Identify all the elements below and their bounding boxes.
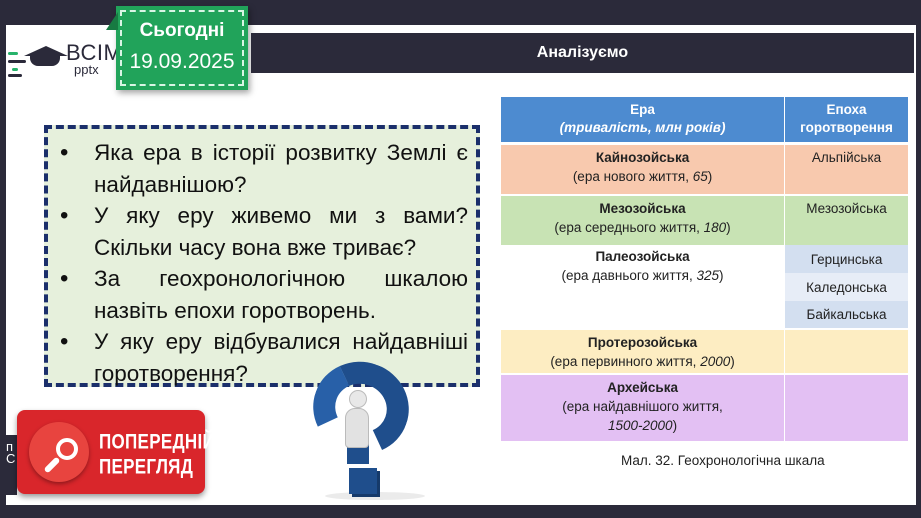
table-row: Архейська (ера найдавнішого життя, 1500-…: [501, 373, 909, 441]
question-item: У яку еру відбувалися найдавніші горотво…: [52, 326, 468, 389]
table-row: Палеозойська (ера давнього життя, 325) Г…: [501, 245, 909, 329]
logo-line: [8, 52, 18, 55]
magnifier-lens: [56, 438, 78, 460]
header-epoch-l2: горотворення: [800, 120, 893, 136]
era-name: Мезозойська: [599, 201, 686, 216]
header-era-label: Ера: [630, 102, 655, 118]
era-name: Кайнозойська: [595, 149, 690, 165]
preview-label-line1: ПОПЕРЕДНІЙ: [99, 429, 216, 454]
stub-char: С: [6, 451, 16, 466]
era-name: Архейська: [607, 380, 678, 395]
era-cell: Палеозойська (ера давнього життя, 325): [501, 245, 786, 329]
thinking-figure-body: [345, 408, 369, 448]
header-era-sub: (тривалість, млн років): [559, 120, 726, 136]
era-duration: 1500-2000): [608, 418, 678, 433]
table-row: Мезозойська (ера середнього життя, 180) …: [501, 194, 909, 245]
era-cell: Кайнозойська (ера нового життя, 65): [501, 141, 786, 195]
header-epoch-l1: Епоха: [826, 102, 867, 118]
era-cell: Архейська (ера найдавнішого життя, 1500-…: [501, 373, 786, 441]
figure-caption: Мал. 32. Геохронологічна шкала: [621, 453, 825, 468]
era-name: Протерозойська: [587, 335, 698, 350]
question-mark-dot: [349, 468, 377, 494]
preview-label-line2: ПЕРЕГЛЯД: [99, 454, 194, 479]
header-epoch: Епоха горотворення: [784, 97, 909, 143]
table-row: Кайнозойська (ера нового життя, 65) Альп…: [501, 141, 909, 195]
brand-logo: ВСІМ pptx: [8, 40, 122, 80]
date-label: Сьогодні: [139, 20, 225, 41]
epoch-cell-empty: [784, 373, 909, 441]
era-cell: Мезозойська (ера середнього життя, 180): [501, 194, 786, 245]
era-desc: (ера середнього життя, 180): [554, 220, 731, 235]
epoch-cell-empty: [784, 328, 909, 374]
stub-char: п: [6, 439, 14, 454]
logo-line: [8, 60, 26, 63]
date-badge: Сьогодні 19.09.2025: [106, 6, 248, 90]
question-item: У яку еру живемо ми з вами? Скільки часу…: [52, 200, 468, 263]
geochronology-table: Ера (тривалість, млн років) Епоха горотв…: [501, 97, 909, 441]
table-row: Протерозойська (ера первинного життя, 20…: [501, 328, 909, 374]
page-title: Аналізуємо: [536, 44, 629, 61]
table-header-row: Ера (тривалість, млн років) Епоха горотв…: [501, 97, 909, 143]
era-desc: (ера нового життя, 65): [572, 168, 713, 184]
preview-button[interactable]: ПОПЕРЕДНІЙ ПЕРЕГЛЯД: [17, 410, 215, 494]
table-row: Байкальська: [501, 301, 909, 329]
question-item: За геохронологічною шкалою назвіть епохи…: [52, 263, 468, 326]
era-desc: (ера найдавнішого життя,: [562, 399, 723, 414]
badge-dashed-frame: [120, 10, 244, 86]
brand-sub: pptx: [74, 62, 99, 77]
question-item: Яка ера в історії розвитку Землі є найда…: [52, 137, 468, 200]
logo-line: [12, 68, 18, 71]
era-cell: Протерозойська (ера первинного життя, 20…: [501, 328, 786, 374]
questions-box: Яка ера в історії розвитку Землі є найда…: [44, 125, 480, 387]
graduation-cap-icon: [24, 46, 68, 56]
table-row: Каледонська: [501, 273, 909, 301]
epoch-cell: Мезозойська: [784, 194, 909, 245]
epoch-cell: Байкальська: [784, 301, 909, 329]
logo-line: [8, 74, 22, 77]
illustration-shadow: [325, 492, 425, 500]
epoch-cell: Герцинська: [784, 245, 909, 273]
header-bar: Аналізуємо: [251, 33, 914, 73]
epoch-cell: Каледонська: [784, 273, 909, 301]
header-era: Ера (тривалість, млн років): [501, 97, 786, 143]
date-value: 19.09.2025: [129, 50, 235, 73]
sidebar-stub: п С: [0, 435, 17, 495]
graduation-cap-base: [30, 56, 60, 66]
magnifier-handle: [43, 456, 61, 474]
era-name: Палеозойська: [595, 249, 690, 264]
questions-list: Яка ера в історії розвитку Землі є найда…: [52, 137, 468, 389]
era-desc: (ера первинного життя, 2000): [550, 354, 735, 369]
era-desc: (ера давнього життя, 325): [561, 268, 724, 283]
brand-name: ВСІМ: [66, 40, 123, 65]
epoch-cell: Альпійська: [784, 141, 909, 195]
magnifier-icon: [29, 422, 89, 482]
thinking-figure-head: [349, 390, 367, 408]
question-mark-illustration: [300, 348, 425, 500]
